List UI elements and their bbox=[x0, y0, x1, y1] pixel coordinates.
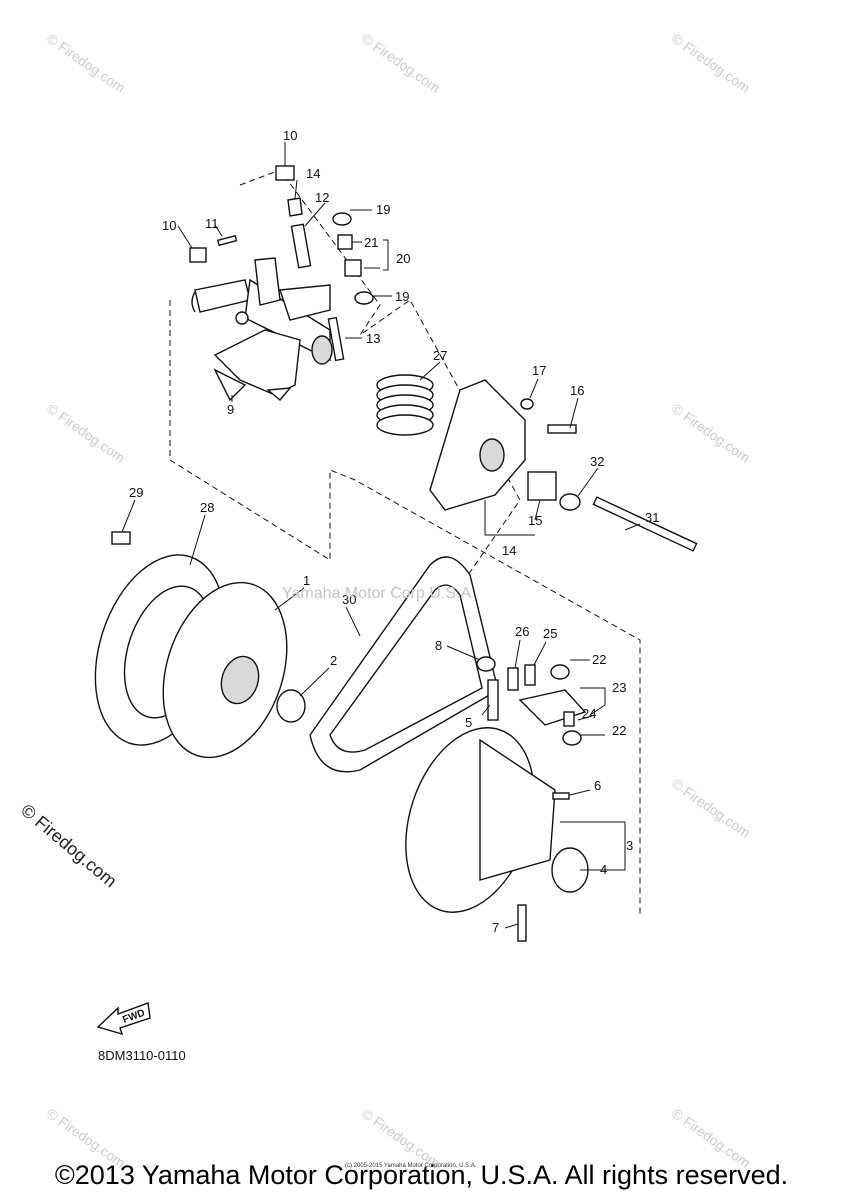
callout-25: 25 bbox=[543, 626, 557, 641]
collar-24 bbox=[563, 711, 575, 727]
callout-30: 30 bbox=[342, 592, 356, 607]
callout-32: 32 bbox=[590, 454, 604, 469]
cover-15-bore bbox=[479, 438, 505, 472]
slider-10b bbox=[189, 247, 207, 263]
callout-2: 2 bbox=[330, 653, 337, 668]
footer-copyright: ©2013 Yamaha Motor Corporation, U.S.A. A… bbox=[54, 1160, 789, 1190]
collar-21 bbox=[337, 234, 353, 250]
callout-27: 27 bbox=[433, 348, 447, 363]
callout-17: 16 bbox=[570, 383, 584, 398]
slider-10 bbox=[275, 165, 295, 181]
drive-belt-30 bbox=[309, 556, 499, 773]
diagram-code: 8DM3110-0110 bbox=[98, 1048, 186, 1063]
washer-19 bbox=[332, 212, 352, 226]
callout-10b: 10 bbox=[162, 218, 176, 233]
callout-16: 15 bbox=[528, 513, 542, 528]
callout-9: 9 bbox=[227, 402, 234, 417]
callout-14: 14 bbox=[306, 166, 320, 181]
callout-21: 21 bbox=[364, 235, 378, 250]
callout-10: 10 bbox=[283, 128, 297, 143]
bolt-29 bbox=[111, 531, 131, 545]
callout-13: 13 bbox=[366, 331, 380, 346]
callout-8: 8 bbox=[435, 638, 442, 653]
fwd-arrow-icon: FWD bbox=[96, 1002, 151, 1036]
callout-1: 1 bbox=[303, 573, 310, 588]
washer-22 bbox=[550, 664, 570, 680]
nut-8 bbox=[476, 656, 496, 672]
callout-24: 24 bbox=[582, 706, 596, 721]
callout-19: 19 bbox=[376, 202, 390, 217]
cover-15 bbox=[429, 379, 526, 511]
bolt-17 bbox=[547, 424, 577, 434]
bushing-16 bbox=[527, 471, 557, 501]
bolt-13 bbox=[327, 316, 345, 362]
callout-23: 23 bbox=[612, 680, 626, 695]
secondary-sheave-3 bbox=[405, 727, 589, 913]
callout-29: 29 bbox=[129, 485, 143, 500]
pin-5 bbox=[487, 679, 499, 721]
callout-3: 3 bbox=[626, 838, 633, 853]
callout-6: 6 bbox=[594, 778, 601, 793]
callout-5: 5 bbox=[465, 715, 472, 730]
pin-25 bbox=[524, 664, 536, 686]
callout-22: 22 bbox=[592, 652, 606, 667]
callout-7: 7 bbox=[492, 920, 499, 935]
weight-23 bbox=[518, 689, 587, 726]
fixed-sheave-1 bbox=[162, 581, 288, 759]
callout-labels: 10 10 11 12 13 14 19 19 20 21 9 27 17 16… bbox=[129, 128, 659, 935]
washer-32 bbox=[559, 493, 581, 511]
tiny-copyright: (c) 2005-2015 Yamaha Motor Corporation, … bbox=[345, 1163, 477, 1169]
callout-26: 26 bbox=[515, 624, 529, 639]
washer-22b bbox=[562, 730, 582, 746]
primary-sheave-hub bbox=[191, 257, 333, 402]
callout-22b: 22 bbox=[612, 723, 626, 738]
bushing-2 bbox=[276, 689, 306, 723]
callout-15: 14 bbox=[502, 543, 516, 558]
leader-lines bbox=[121, 142, 641, 929]
callout-20: 20 bbox=[396, 251, 410, 266]
pin-26 bbox=[507, 667, 519, 691]
bolt-31 bbox=[592, 496, 698, 552]
center-watermark: Yamaha Motor Corp U.S.A bbox=[282, 585, 472, 602]
spring-27 bbox=[376, 374, 434, 436]
callout-4: 4 bbox=[600, 862, 607, 877]
nut-18 bbox=[520, 398, 534, 410]
bolt-7 bbox=[517, 904, 527, 942]
callout-31: 31 bbox=[645, 510, 659, 525]
pin-12 bbox=[290, 223, 312, 269]
callout-12: 12 bbox=[315, 190, 329, 205]
nut-14 bbox=[287, 197, 303, 217]
assembly-outline-upper bbox=[169, 300, 641, 915]
callout-11: 11 bbox=[205, 216, 219, 231]
washer-19b bbox=[354, 291, 374, 305]
pin-6 bbox=[552, 792, 570, 800]
pin-11 bbox=[216, 234, 238, 247]
callout-19b: 19 bbox=[395, 289, 409, 304]
callout-18: 17 bbox=[532, 363, 546, 378]
collar-20 bbox=[344, 259, 362, 277]
callout-28: 28 bbox=[200, 500, 214, 515]
